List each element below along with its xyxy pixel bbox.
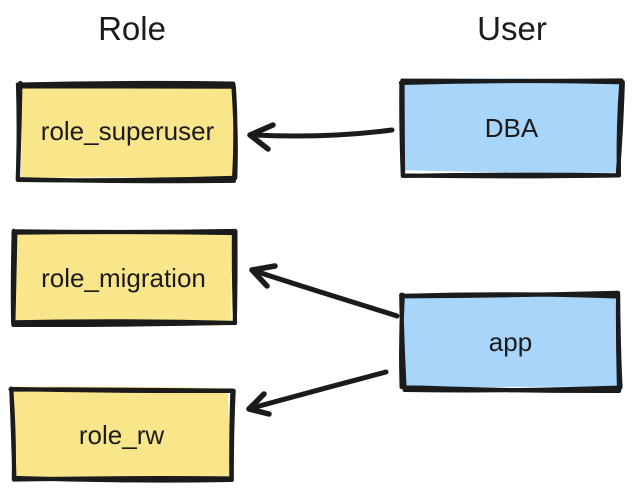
sketch-border <box>10 228 238 328</box>
node-label: app <box>488 327 533 357</box>
node-role-migration: role_migration <box>10 228 238 328</box>
sketch-border <box>8 386 236 483</box>
column-title-user: User <box>477 10 547 47</box>
column-title-role: Role <box>98 10 166 47</box>
arrow-app-to-role-rw <box>246 369 389 417</box>
arrow-dba-to-role-superuser <box>247 122 395 152</box>
arrow-app-to-role-migration <box>249 263 400 319</box>
sketch-border <box>399 290 624 394</box>
sketch-border <box>15 80 238 184</box>
node-label: role_migration <box>41 262 206 293</box>
node-role-superuser: role_superuser <box>15 80 239 184</box>
sketch-border <box>398 78 625 179</box>
node-role-rw: role_rw <box>8 385 236 485</box>
node-user-app: app <box>398 290 624 394</box>
node-user-dba: DBA <box>398 78 625 179</box>
node-label: DBA <box>484 113 539 143</box>
node-label: role_rw <box>78 419 165 450</box>
node-label: role_superuser <box>40 116 215 146</box>
